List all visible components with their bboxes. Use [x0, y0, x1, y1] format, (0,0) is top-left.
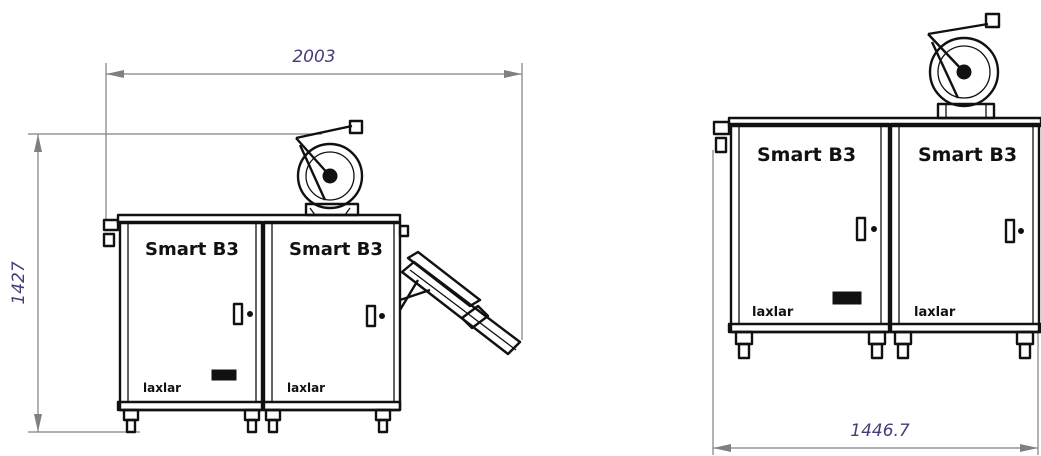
cabinet2-brand: laxlar — [287, 381, 325, 395]
depth-dimension-label: 1446.7 — [850, 421, 910, 441]
caster-wheels — [122, 408, 392, 434]
depth-dimension: 1446.7 — [712, 150, 1039, 455]
cabinet1-product-name: Smart B3 — [145, 239, 239, 260]
front-caster-wheels — [734, 330, 1035, 360]
front-hose-reel — [927, 12, 1001, 120]
front-cabinet1-product-name: Smart B3 — [757, 144, 856, 166]
width-dimension-label: 2003 — [292, 47, 335, 67]
cabinet2-product-name: Smart B3 — [289, 239, 383, 260]
height-dimension: 1427 — [9, 133, 322, 433]
front-cabinet1-brand: laxlar — [752, 305, 794, 320]
hose-reel — [295, 119, 364, 217]
front-view-machine: Smart B3 Smart B3 laxlar laxlar — [712, 12, 1041, 360]
side-arm — [398, 250, 522, 356]
front-cabinet2-brand: laxlar — [914, 305, 956, 320]
cabinet1-brand: laxlar — [143, 381, 181, 395]
front-cabinet2-product-name: Smart B3 — [918, 144, 1017, 166]
height-dimension-label: 1427 — [9, 261, 29, 304]
width-dimension: 2003 — [105, 47, 523, 340]
side-view-machine: Smart B3 Smart B3 laxlar laxlar — [102, 119, 522, 434]
